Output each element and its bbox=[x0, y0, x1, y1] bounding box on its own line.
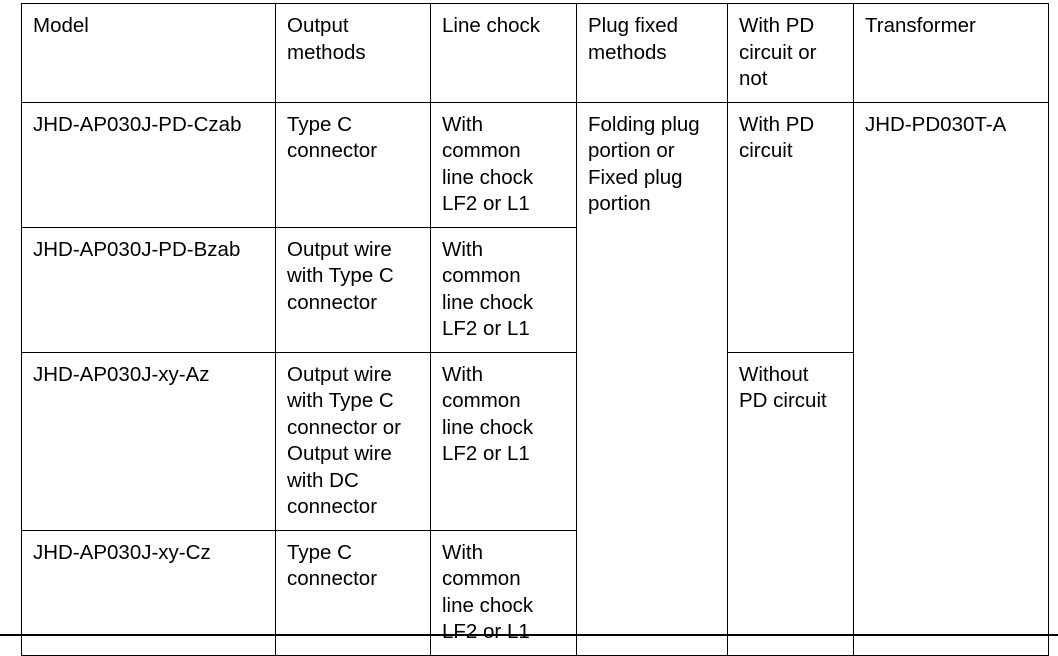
header-cell-plug-fixed-methods: Plug fixed methods bbox=[576, 3, 728, 103]
table-row: JHD-AP030J-PD-Czab Type C connector With… bbox=[21, 101, 1049, 656]
header-label-output-methods: Output methods bbox=[287, 14, 366, 64]
value-model-row1: JHD-AP030J-PD-Czab bbox=[33, 112, 242, 136]
table-header-row: Model Output methods Line chock Plug fix… bbox=[21, 3, 1049, 103]
cell-line-chock-row1: With common line chock LF2 or L1 bbox=[430, 101, 577, 228]
cell-model-row1: JHD-AP030J-PD-Czab bbox=[21, 101, 276, 228]
cell-output-methods-row2: Output wire with Type C connector bbox=[275, 226, 431, 353]
value-line-chock-row1: With common line chock LF2 or L1 bbox=[442, 112, 534, 216]
header-cell-transformer: Transformer bbox=[853, 3, 1049, 103]
cell-line-chock-row3: With common line chock LF2 or L1 bbox=[430, 351, 577, 531]
value-plug-fixed-methods-merged: Folding plug portion or Fixed plug porti… bbox=[588, 112, 700, 216]
value-model-row3: JHD-AP030J-xy-Az bbox=[33, 362, 210, 386]
value-output-methods-row4: Type C connector bbox=[287, 540, 378, 591]
header-label-line-chock: Line chock bbox=[442, 14, 541, 37]
cell-pd-circuit-without-merged: Without PD circuit bbox=[727, 351, 854, 656]
header-cell-model: Model bbox=[21, 3, 276, 103]
value-transformer-merged: JHD-PD030T-A bbox=[865, 112, 1007, 136]
value-model-row4: JHD-AP030J-xy-Cz bbox=[33, 540, 211, 564]
cell-model-row4: JHD-AP030J-xy-Cz bbox=[21, 529, 276, 656]
cell-model-row3: JHD-AP030J-xy-Az bbox=[21, 351, 276, 531]
value-output-methods-row1: Type C connector bbox=[287, 112, 378, 163]
cell-output-methods-row4: Type C connector bbox=[275, 529, 431, 656]
header-cell-output-methods: Output methods bbox=[275, 3, 431, 103]
cell-output-methods-row3: Output wire with Type C connector or Out… bbox=[275, 351, 431, 531]
table-row: JHD-AP030J-PD-Bzab Output wire with Type… bbox=[21, 226, 1049, 353]
value-model-row2: JHD-AP030J-PD-Bzab bbox=[33, 237, 241, 261]
cell-output-methods-row1: Type C connector bbox=[275, 101, 431, 228]
cell-transformer-merged: JHD-PD030T-A bbox=[853, 101, 1049, 656]
header-label-with-pd-circuit-or-not: With PD circuit or not bbox=[739, 14, 817, 90]
value-line-chock-row2: With common line chock LF2 or L1 bbox=[442, 237, 534, 341]
value-output-methods-row3: Output wire with Type C connector or Out… bbox=[287, 362, 401, 519]
header-label-plug-fixed-methods: Plug fixed methods bbox=[588, 14, 679, 64]
cell-pd-circuit-with-merged: With PD circuit bbox=[727, 101, 854, 353]
header-label-transformer: Transformer bbox=[865, 14, 976, 37]
cell-model-row2: JHD-AP030J-PD-Bzab bbox=[21, 226, 276, 353]
table-row: JHD-AP030J-xy-Az Output wire with Type C… bbox=[21, 351, 1049, 656]
value-line-chock-row4: With common line chock LF2 or L1 bbox=[442, 540, 534, 644]
header-cell-with-pd-circuit-or-not: With PD circuit or not bbox=[727, 3, 854, 103]
table-bottom-rule bbox=[0, 634, 1058, 636]
model-specification-table: Model Output methods Line chock Plug fix… bbox=[21, 3, 1049, 656]
header-label-model: Model bbox=[33, 14, 89, 37]
cell-line-chock-row4: With common line chock LF2 or L1 bbox=[430, 529, 577, 656]
cell-plug-fixed-methods-merged: Folding plug portion or Fixed plug porti… bbox=[576, 101, 728, 656]
value-line-chock-row3: With common line chock LF2 or L1 bbox=[442, 362, 534, 466]
value-output-methods-row2: Output wire with Type C connector bbox=[287, 237, 394, 314]
value-pd-circuit-without: Without PD circuit bbox=[739, 362, 827, 413]
header-cell-line-chock: Line chock bbox=[430, 3, 577, 103]
cell-line-chock-row2: With common line chock LF2 or L1 bbox=[430, 226, 577, 353]
value-pd-circuit-with: With PD circuit bbox=[739, 112, 815, 163]
